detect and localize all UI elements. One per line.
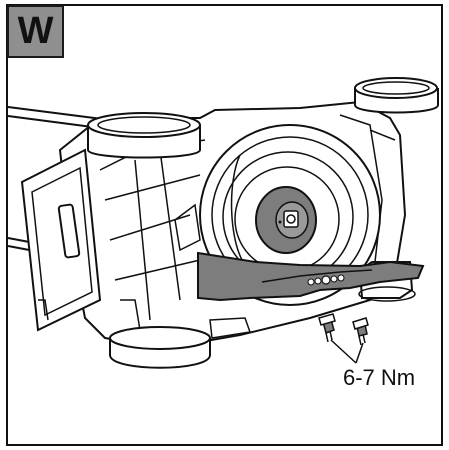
blade-bolt-right <box>352 317 369 346</box>
step-label-badge: W <box>7 5 64 58</box>
figure-border <box>6 4 443 446</box>
torque-callout-lines <box>330 339 364 364</box>
mower-blade <box>197 251 425 302</box>
rear-left-wheel <box>87 112 201 159</box>
blade-hub <box>255 186 317 254</box>
rear-left-lower-wheel <box>109 326 211 369</box>
front-right-wheel <box>354 77 439 114</box>
torque-value-label: 6-7 Nm <box>343 365 416 390</box>
blade-bolt-left <box>318 313 336 343</box>
